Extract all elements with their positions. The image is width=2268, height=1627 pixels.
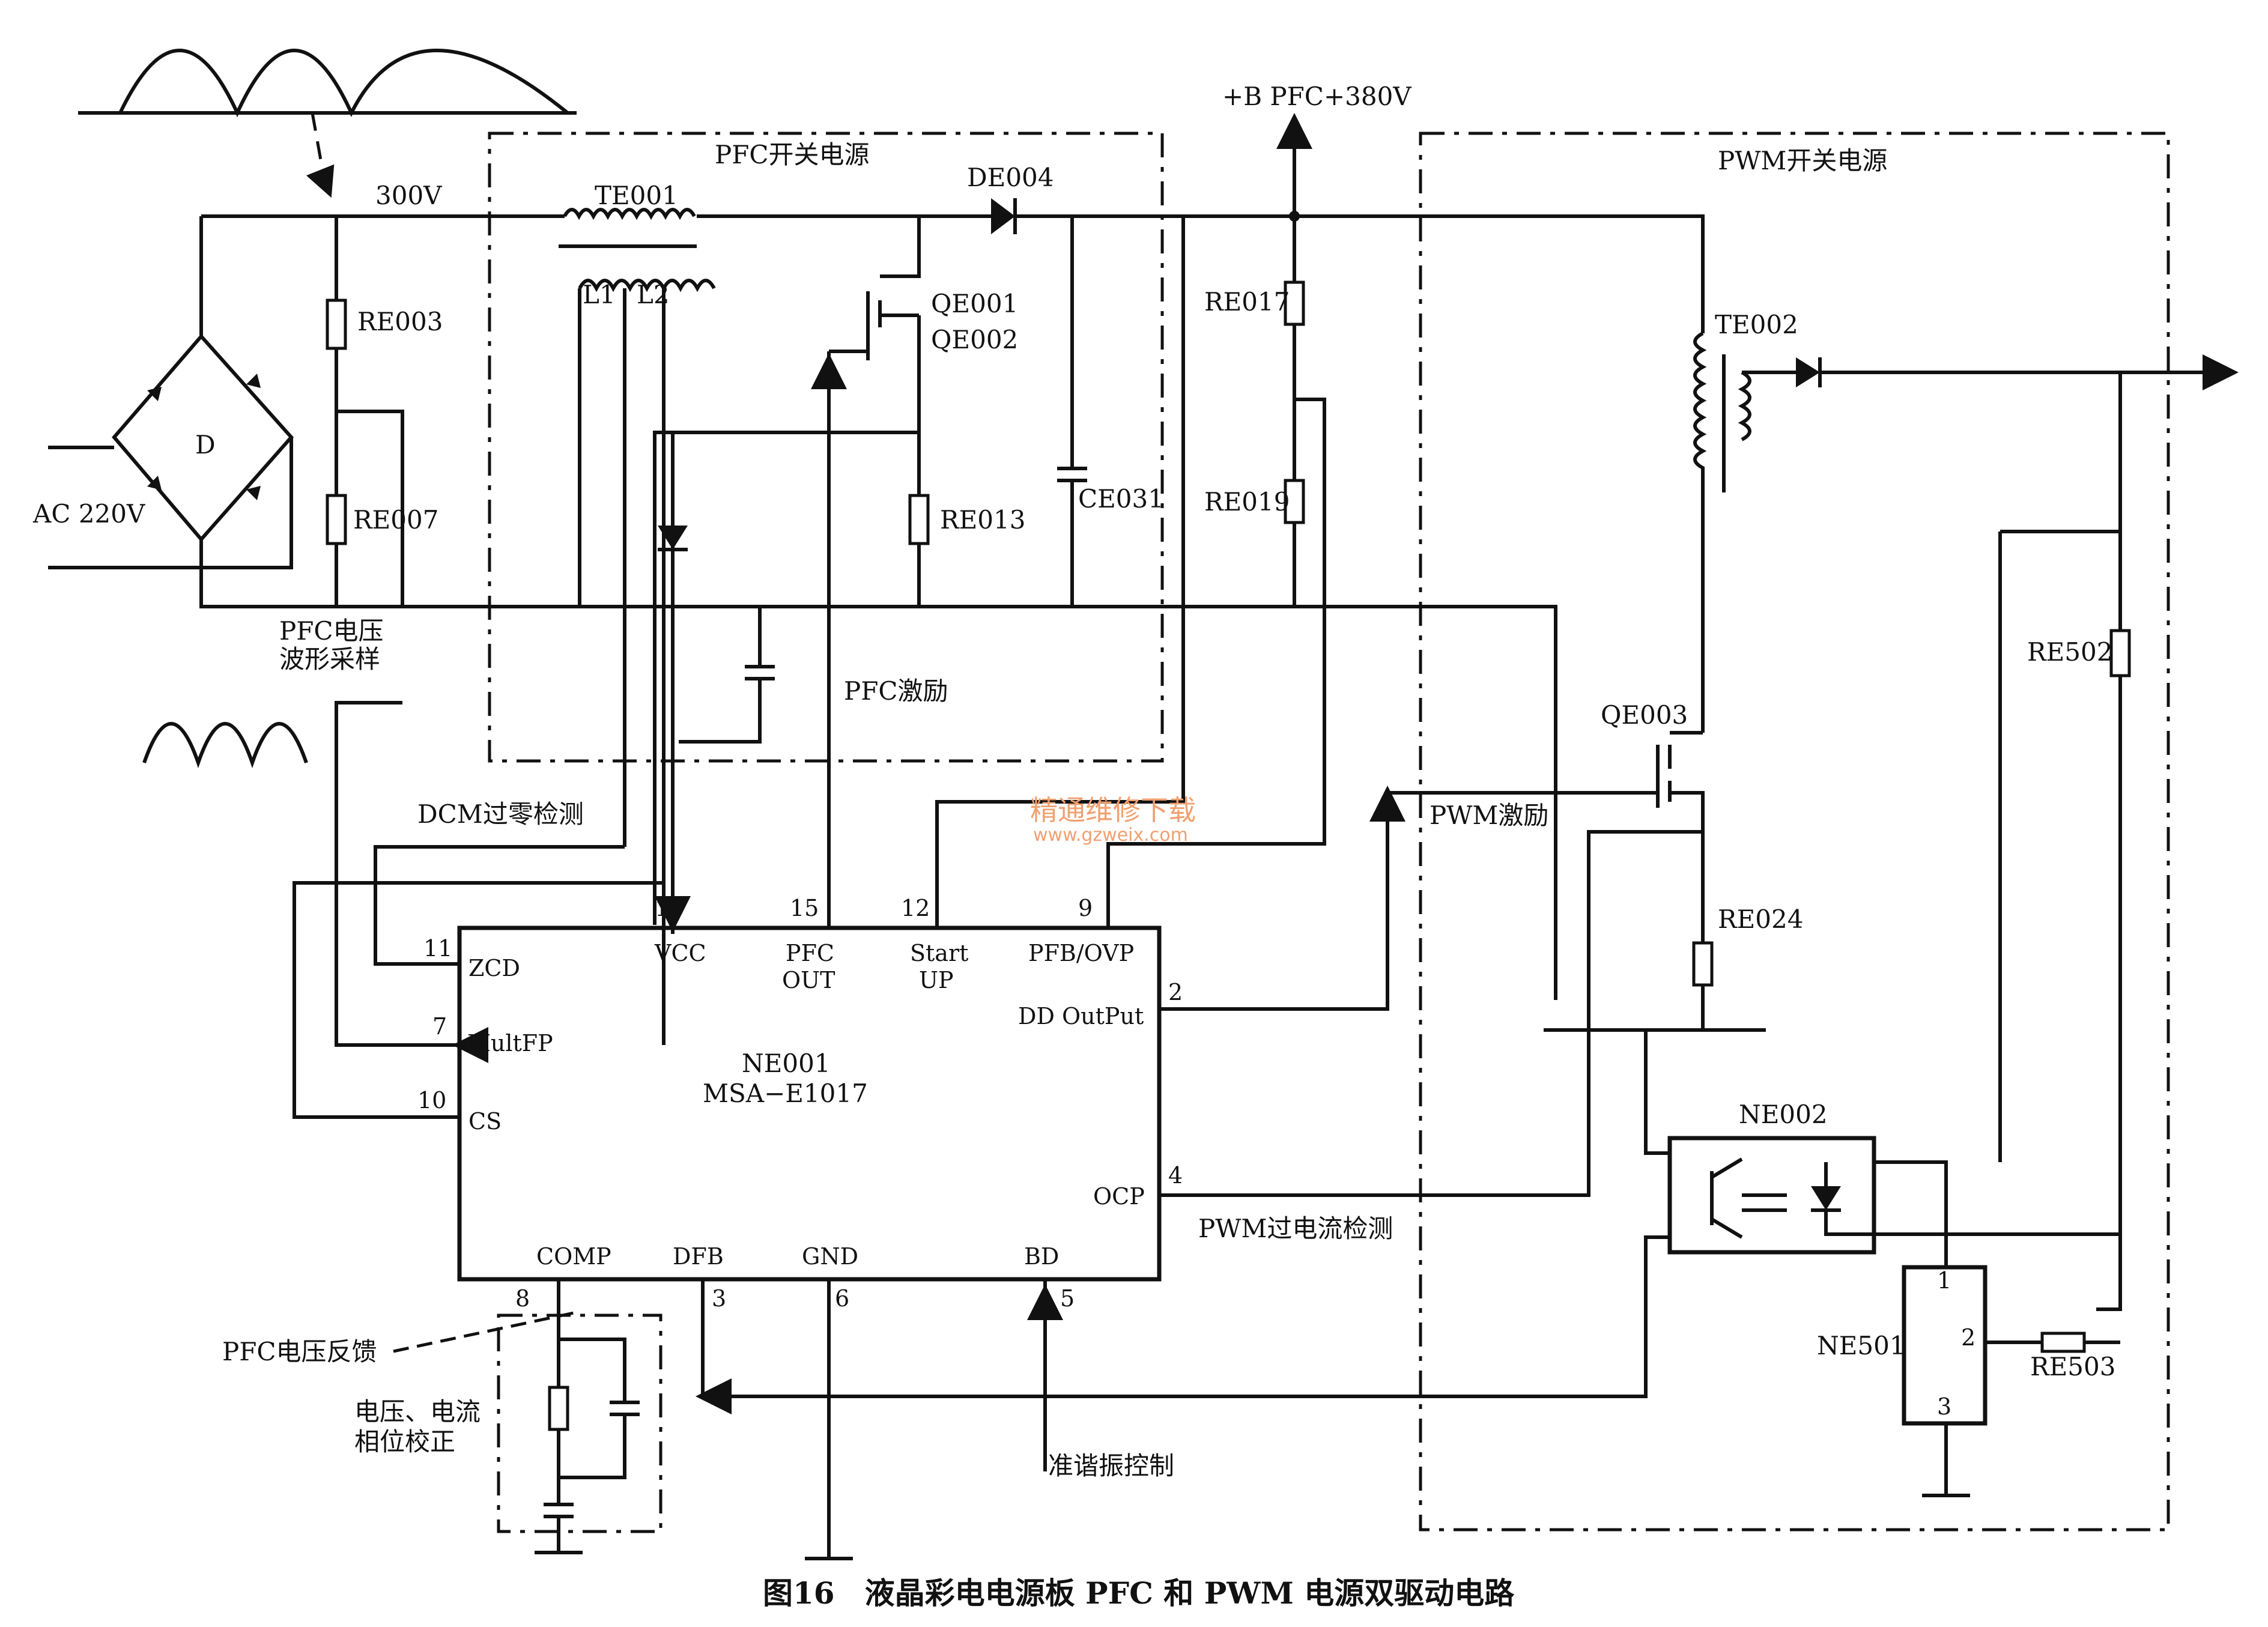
label-pwm-drive: PWM激励 — [1430, 801, 1548, 830]
pin-ocp: OCP — [1093, 1183, 1145, 1210]
pin-pfc-out-no: 15 — [790, 895, 819, 921]
label-re502: RE502 — [2027, 637, 2112, 667]
figure-caption: 图16 液晶彩电电源板 PFC 和 PWM 电源双驱动电路 — [763, 1575, 1515, 1611]
pin-zcd: ZCD — [468, 955, 520, 981]
resistor-re024 — [1692, 941, 1714, 987]
label-pwm-section: PWM开关电源 — [1718, 146, 1887, 175]
ne501-pin-2: 2 — [1961, 1324, 1975, 1351]
label-pfc-sample-1: PFC电压 — [279, 616, 384, 646]
pin-dd-no: 2 — [1168, 979, 1183, 1005]
label-re003: RE003 — [357, 307, 443, 336]
pin-bd: BD — [1024, 1243, 1059, 1270]
label-rect-voltage: 300V — [375, 181, 442, 210]
resistor-re017 — [1284, 280, 1305, 326]
label-phase-1: 电压、电流 — [354, 1397, 481, 1426]
top-rail — [201, 214, 1705, 333]
ne501-pin-3: 3 — [1937, 1393, 1951, 1420]
label-bridge: D — [195, 430, 216, 459]
pin-comp: COMP — [536, 1243, 611, 1270]
label-re017: RE017 — [1204, 287, 1290, 317]
pin-ocp-no: 4 — [1168, 1162, 1183, 1189]
pin-pfb-no: 9 — [1078, 895, 1093, 921]
pin-multfp-no: 7 — [432, 1013, 447, 1040]
sample-waveform-icon — [142, 722, 308, 769]
pin-cs-no: 10 — [417, 1087, 446, 1113]
pin-multfp: MultFP — [467, 1030, 553, 1056]
mosfet-qe001-qe002 — [653, 216, 921, 925]
pin-start-1: Start — [910, 940, 968, 966]
pin-start-no: 12 — [901, 895, 930, 921]
label-ac-input: AC 220V — [32, 499, 145, 529]
pin-dd: DD OutPut — [1018, 1003, 1144, 1029]
pin-cs: CS — [468, 1108, 502, 1135]
rectified-waveform-icon — [78, 49, 577, 198]
label-ce031: CE031 — [1078, 484, 1164, 514]
diode-de004 — [991, 198, 1017, 234]
pin-pfc-out-1: PFC — [786, 940, 834, 966]
label-dcm-zero: DCM过零检测 — [417, 799, 584, 829]
transformer-te002 — [1693, 332, 1796, 733]
label-re503: RE503 — [2030, 1352, 2115, 1381]
label-re007: RE007 — [353, 505, 438, 535]
resistor-re007 — [326, 494, 347, 545]
pfc-section-frame — [488, 132, 1164, 763]
comp-network — [497, 1313, 663, 1554]
resistor-re503 — [2040, 1332, 2086, 1353]
label-pfc-feedback: PFC电压反馈 — [222, 1337, 377, 1366]
pin-vcc-no: 1 — [655, 895, 669, 921]
label-re019: RE019 — [1204, 487, 1290, 517]
label-phase-2: 相位校正 — [354, 1427, 455, 1456]
label-re013: RE013 — [940, 505, 1025, 535]
pin-gnd: GND — [802, 1243, 858, 1270]
label-te001: TE001 — [595, 181, 678, 210]
label-pfc-sample-2: 波形采样 — [279, 644, 380, 674]
pin-zcd-no: 11 — [423, 935, 452, 962]
optocoupler-ne002 — [703, 1030, 2120, 1396]
watermark-text: 精通维修下载 — [1030, 794, 1196, 826]
watermark-url: www.gzweix.com — [1033, 825, 1188, 846]
pin-comp-no: 8 — [515, 1285, 530, 1312]
pin-start-2: UP — [919, 967, 954, 993]
ic-name: NE001 — [742, 1049, 831, 1078]
label-qe001: QE001 — [931, 289, 1018, 318]
label-ne002: NE002 — [1739, 1100, 1828, 1129]
ne501-pin-1: 1 — [1937, 1267, 1951, 1294]
pwm-section-frame — [1419, 132, 2170, 1532]
resistor-re003 — [326, 298, 347, 350]
ic-ne001 — [457, 926, 1162, 1282]
label-qe003: QE003 — [1601, 700, 1688, 730]
label-ne501: NE501 — [1817, 1331, 1906, 1360]
label-pfc-section: PFC开关电源 — [715, 140, 870, 169]
pin-vcc: VCC — [654, 940, 706, 966]
pin-dfb-no: 3 — [712, 1285, 726, 1312]
resistor-re019 — [1284, 479, 1305, 524]
label-de004: DE004 — [967, 163, 1054, 192]
label-qe002: QE002 — [931, 325, 1018, 354]
label-l2: L2 — [637, 280, 670, 309]
label-pwm-ocp: PWM过电流检测 — [1198, 1214, 1393, 1243]
pin-pfb: PFB/OVP — [1028, 940, 1134, 966]
label-l1: L1 — [583, 280, 616, 309]
pin-dfb: DFB — [673, 1243, 724, 1270]
inductor-te001 — [559, 208, 716, 292]
bridge-rectifier — [48, 216, 1557, 1000]
pin-gnd-no: 6 — [835, 1285, 849, 1312]
resistor-re013 — [908, 494, 930, 545]
label-re024: RE024 — [1718, 904, 1803, 934]
label-quasi-resonant: 准谐振控制 — [1048, 1451, 1174, 1480]
ic-model: MSA−E1017 — [703, 1079, 868, 1108]
label-te002: TE002 — [1715, 310, 1798, 339]
resistor-re502 — [2109, 629, 2131, 677]
pin-bd-no: 5 — [1060, 1285, 1075, 1312]
pin-pfc-out-2: OUT — [782, 967, 835, 993]
label-bus-voltage: +B PFC+380V — [1222, 82, 1411, 111]
label-pfc-drive: PFC激励 — [844, 676, 948, 706]
mosfet-qe003 — [1387, 731, 1705, 901]
